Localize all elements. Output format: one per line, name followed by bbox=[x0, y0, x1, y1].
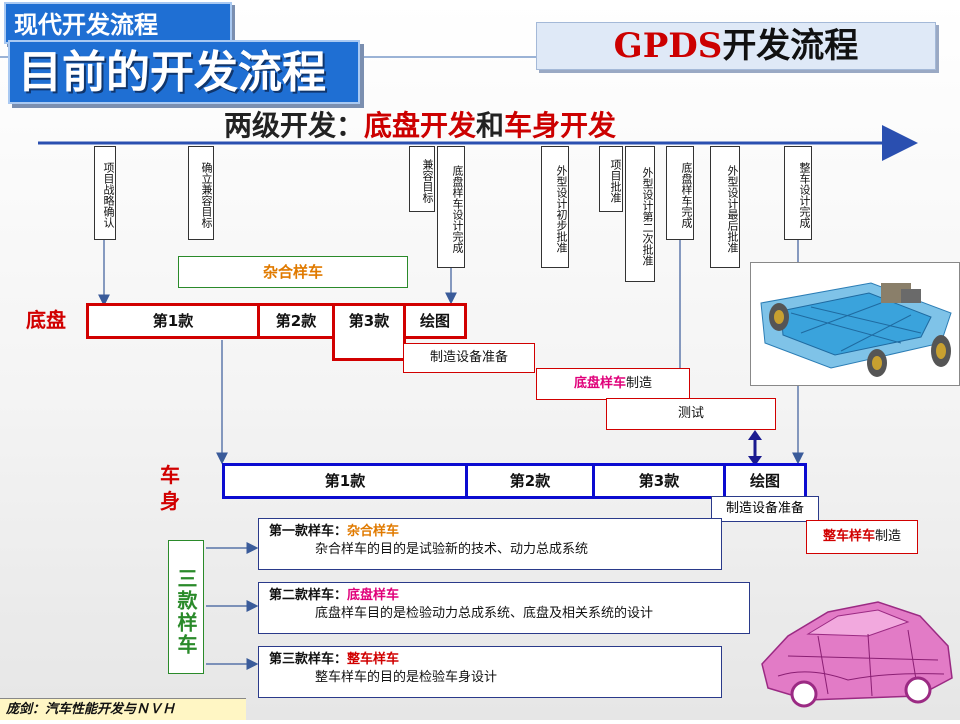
chassis-equipment-prep: 制造设备准备 bbox=[403, 343, 535, 373]
body-drawing: 绘图 bbox=[723, 463, 807, 499]
gpds-suffix: 开发流程 bbox=[722, 26, 859, 66]
chassis-prototype-mfg: 底盘样车制造 bbox=[536, 368, 690, 400]
vehicle-proto-name: 整车样车 bbox=[822, 529, 875, 544]
note-prototype-3: 第三款样车：整车样车 整车样车的目的是检验车身设计 bbox=[258, 646, 722, 698]
chassis-test: 测试 bbox=[606, 398, 776, 430]
chassis-drawing: 绘图 bbox=[403, 303, 467, 339]
section-title: 现代开发流程 bbox=[4, 2, 232, 44]
chassis-label: 底盘 bbox=[26, 308, 66, 332]
gpds-prefix: GPDS bbox=[613, 26, 723, 66]
body-phase-3: 第3款 bbox=[592, 463, 726, 499]
milestone-5: 外型设计初步批准 bbox=[541, 146, 569, 268]
body-phase-1: 第1款 bbox=[222, 463, 468, 499]
body-equipment-prep: 制造设备准备 bbox=[711, 496, 819, 522]
chassis-illustration bbox=[760, 282, 952, 377]
note-2-head: 第二款样车： bbox=[269, 588, 348, 603]
note-3-name: 整车样车 bbox=[347, 652, 400, 667]
subtitle: 两级开发：底盘开发和车身开发 bbox=[224, 104, 616, 144]
note-2-desc: 底盘样车目的是检验动力总成系统、底盘及相关系统的设计 bbox=[315, 606, 654, 621]
milestone-4: 底盘样车设计完成 bbox=[437, 146, 465, 268]
milestone-2: 确立兼容目标 bbox=[188, 146, 214, 240]
vehicle-proto-mfg-suffix: 制造 bbox=[875, 529, 902, 544]
subtitle-part3: 和 bbox=[476, 109, 505, 142]
chassis-phase-1: 第1款 bbox=[86, 303, 260, 339]
chassis-phase-3: 第3款 bbox=[332, 303, 406, 361]
note-3-head: 第三款样车： bbox=[269, 652, 348, 667]
chassis-phase-2: 第2款 bbox=[257, 303, 335, 339]
milestone-10: 整车设计完成 bbox=[784, 146, 812, 240]
note-1-head: 第一款样车： bbox=[269, 524, 348, 539]
milestone-9: 外型设计最后批准 bbox=[710, 146, 740, 268]
body-phase-2: 第2款 bbox=[465, 463, 595, 499]
note-prototype-2: 第二款样车：底盘样车 底盘样车目的是检验动力总成系统、底盘及相关系统的设计 bbox=[258, 582, 750, 634]
subtitle-part4: 车身开发 bbox=[504, 109, 617, 142]
page-title: 目前的开发流程 bbox=[8, 40, 360, 104]
milestone-1: 项目战略确认 bbox=[94, 146, 116, 240]
note-2-name: 底盘样车 bbox=[347, 588, 400, 603]
footer-credit: 庞剑：汽车性能开发与ＮＶＨ bbox=[0, 698, 246, 720]
body-label: 车身 bbox=[160, 463, 180, 513]
note-prototype-1: 第一款样车：杂合样车 杂合样车的目的是试验新的技术、动力总成系统 bbox=[258, 518, 722, 570]
three-prototypes-label: 三款样车 bbox=[168, 540, 204, 674]
note-1-desc: 杂合样车的目的是试验新的技术、动力总成系统 bbox=[315, 542, 589, 557]
gpds-title: GPDS开发流程 bbox=[536, 22, 936, 70]
milestone-7: 外型设计第二次批准 bbox=[625, 146, 655, 282]
note-1-name: 杂合样车 bbox=[347, 524, 400, 539]
body-in-white-image bbox=[748, 576, 960, 720]
subtitle-part1: 两级开发： bbox=[224, 109, 365, 142]
milestone-3: 兼容目标 bbox=[409, 146, 435, 212]
chassis-image bbox=[750, 262, 960, 386]
chassis-proto-name: 底盘样车 bbox=[573, 376, 626, 391]
milestone-6: 项目批准 bbox=[599, 146, 623, 212]
vehicle-prototype-mfg: 整车样车制造 bbox=[806, 520, 918, 554]
hybrid-prototype-label: 杂合样车 bbox=[178, 256, 408, 288]
subtitle-part2: 底盘开发 bbox=[364, 109, 477, 142]
body-illustration bbox=[761, 601, 953, 708]
note-3-desc: 整车样车的目的是检验车身设计 bbox=[315, 670, 498, 685]
milestone-8: 底盘样车完成 bbox=[666, 146, 694, 240]
chassis-proto-mfg-suffix: 制造 bbox=[626, 376, 653, 391]
